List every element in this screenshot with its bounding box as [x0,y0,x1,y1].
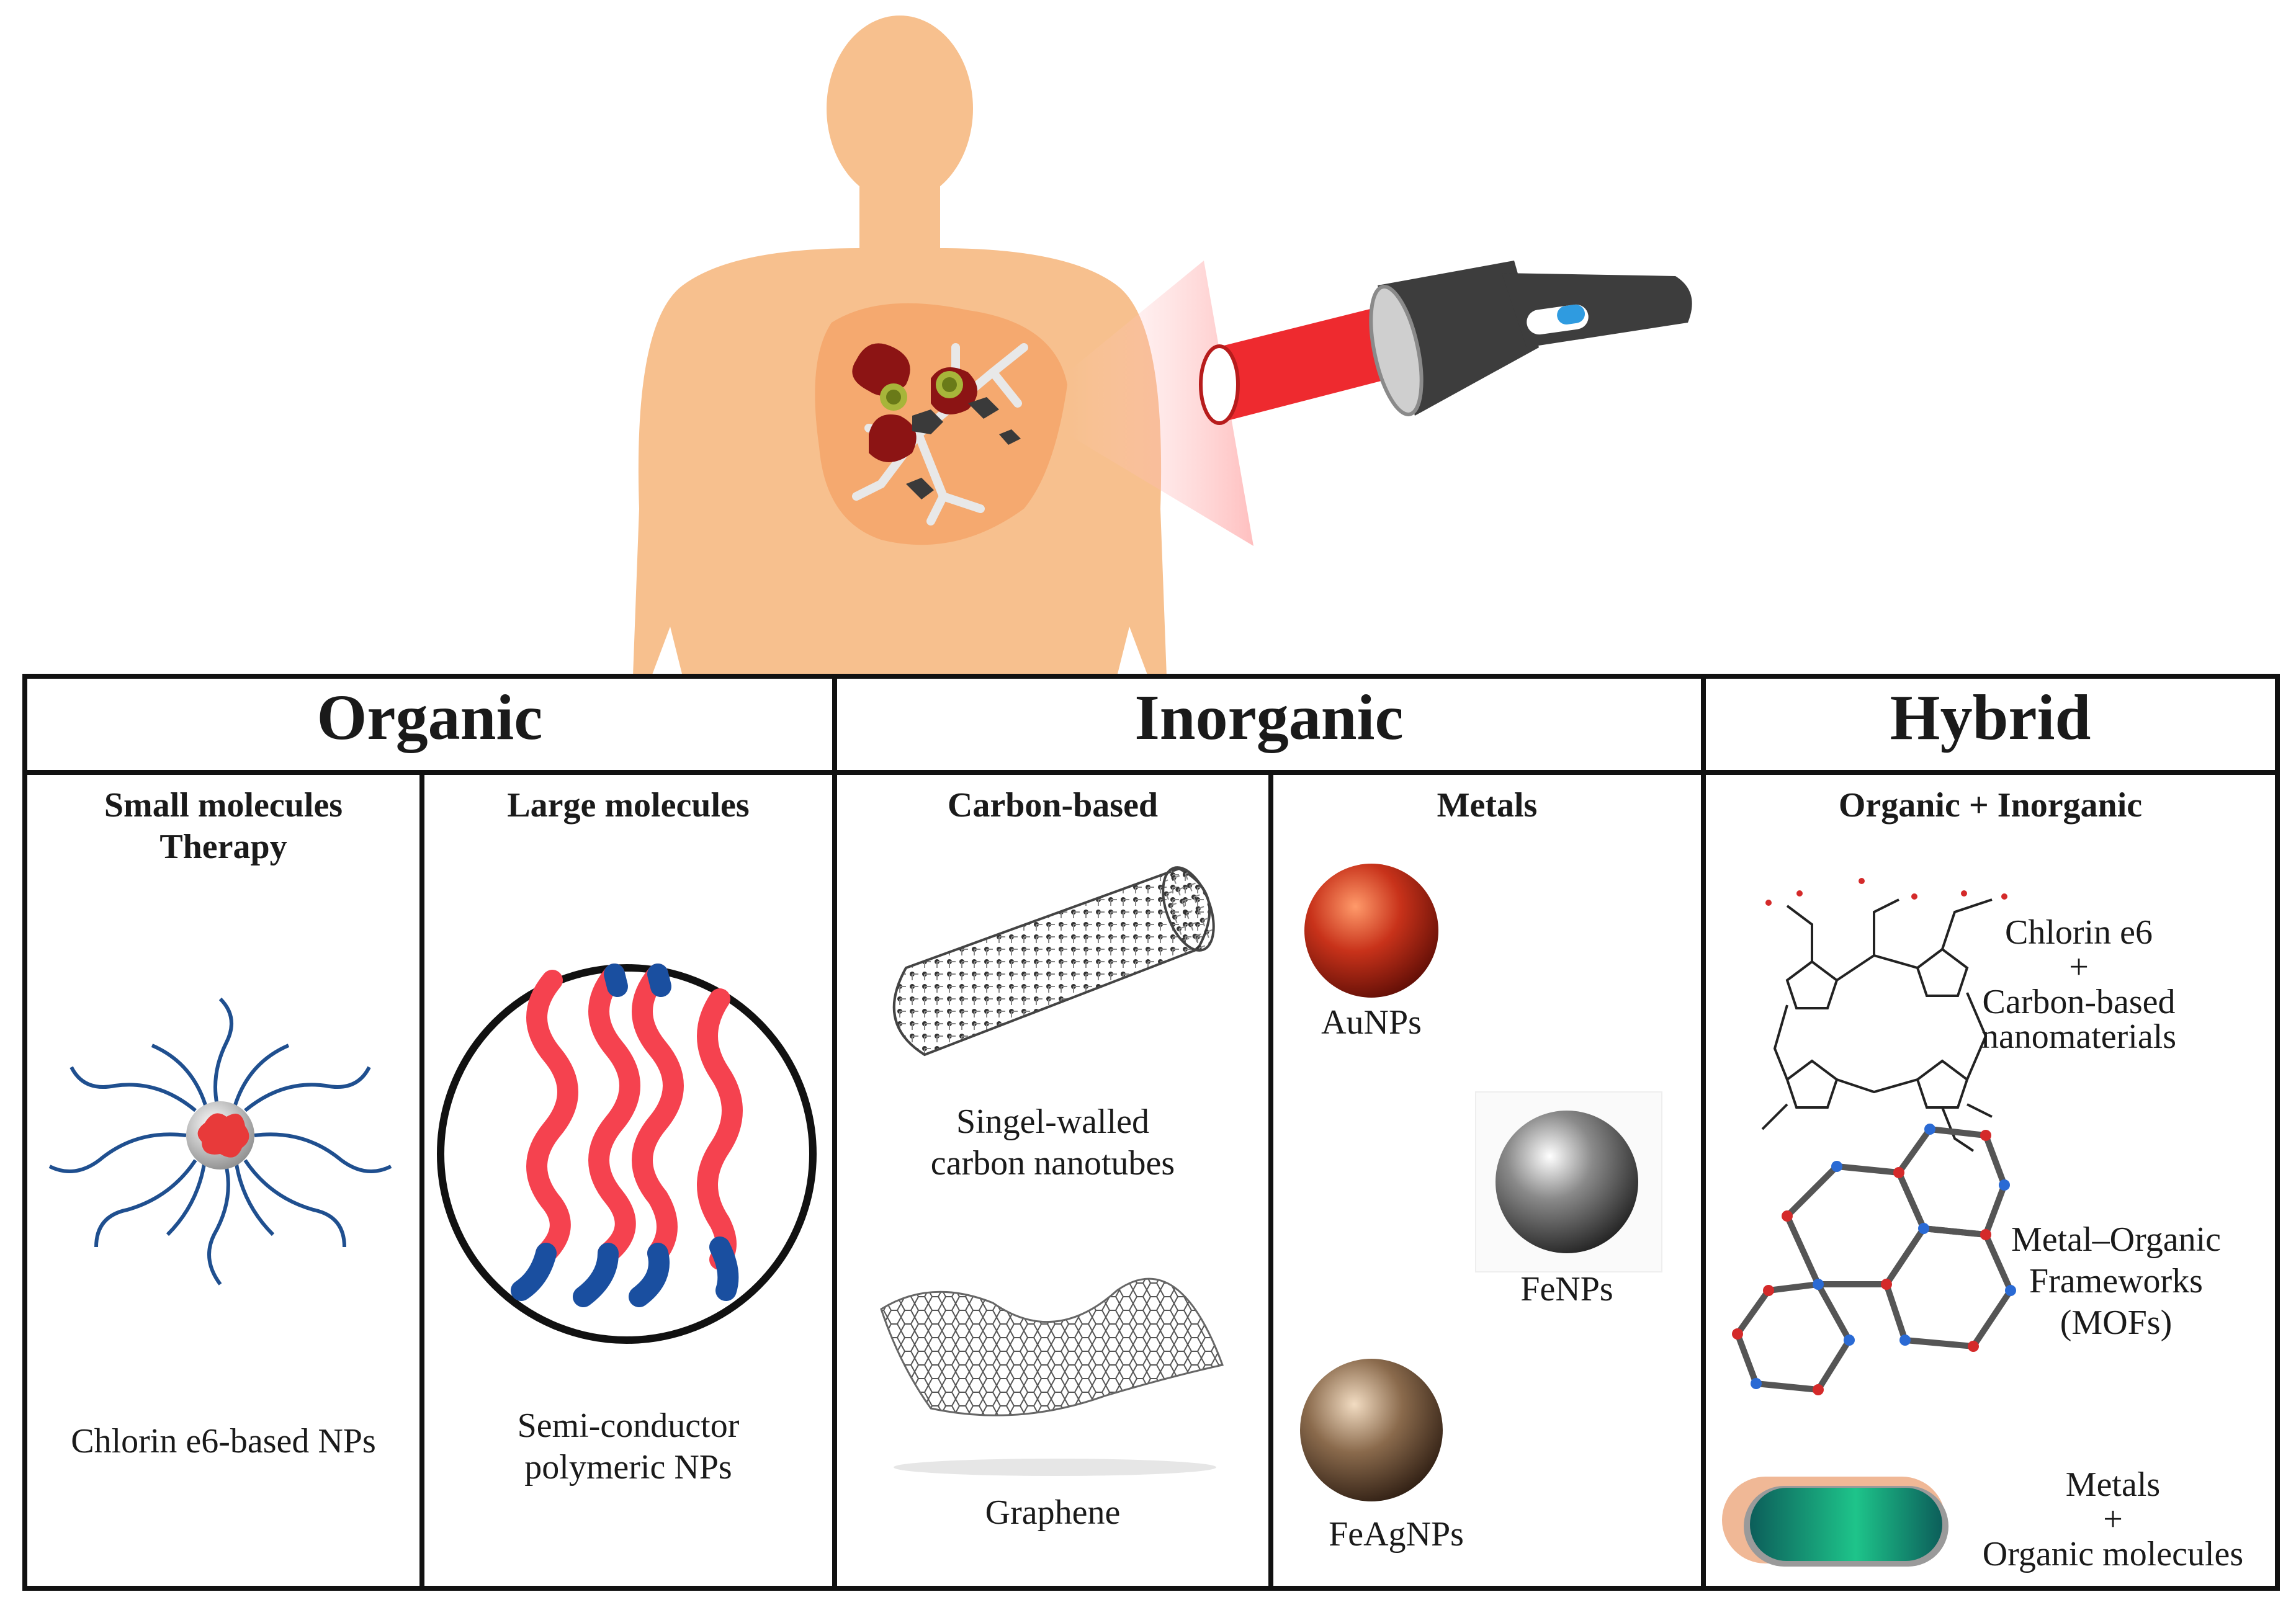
caption-chlorin-carbon: Chlorin e6 + Carbon-based nanomaterials [1981,913,2177,1056]
caption-aunps: AuNPs [1321,1003,1422,1042]
capsule-icon [1722,1477,1948,1567]
laser-pointer-icon [1369,261,1692,416]
header-hybrid: Hybrid [1890,682,2091,753]
caption-graphene: Graphene [985,1493,1121,1532]
header-inorganic: Inorganic [1134,682,1404,753]
subheader-organic-inorganic: Organic + Inorganic [1838,786,2143,825]
caption-metals-organic: Metals + Organic molecules [1982,1465,2244,1573]
chlorin-nanoparticle-icon [48,997,392,1286]
caption-chlorin-nps: Chlorin e6-based NPs [71,1422,376,1460]
header-organic: Organic [316,682,543,753]
chlorin-molecule-icon [1761,878,2007,1152]
subheader-carbon-based: Carbon-based [947,786,1159,825]
iron-nanoparticle-icon [1475,1091,1662,1272]
caption-swcnt: Singel-walled carbon nanotubes [930,1102,1175,1183]
graphene-sheet-icon [880,1277,1224,1476]
subheader-metals: Metals [1437,786,1538,825]
polymer-nanoparticle-icon [437,964,817,1344]
power-button-icon [1557,304,1585,324]
mof-atoms [1732,1124,2016,1395]
tumor-region [815,303,1067,545]
nanoparticle-cluster-icon [852,343,1021,499]
iron-silver-nanoparticle-icon [1300,1359,1443,1501]
table-frame [22,674,2280,1591]
carbon-nanotube-icon [892,866,1215,1057]
subheader-large-molecules: Large molecules [507,786,750,825]
caption-feagnps: FeAgNPs [1329,1515,1464,1554]
caption-fenps: FeNPs [1520,1270,1613,1308]
caption-mofs: Metal–Organic Frameworks (MOFs) [2011,1220,2221,1343]
caption-semiconductor-nps: Semi-conductor polymeric NPs [517,1407,740,1487]
metal-organic-framework-icon [1734,1125,2014,1393]
gold-nanoparticle-icon [1304,864,1438,998]
laser-beam [1067,261,1415,546]
subheader-small-molecules: Small molecules Therapy [104,786,343,867]
